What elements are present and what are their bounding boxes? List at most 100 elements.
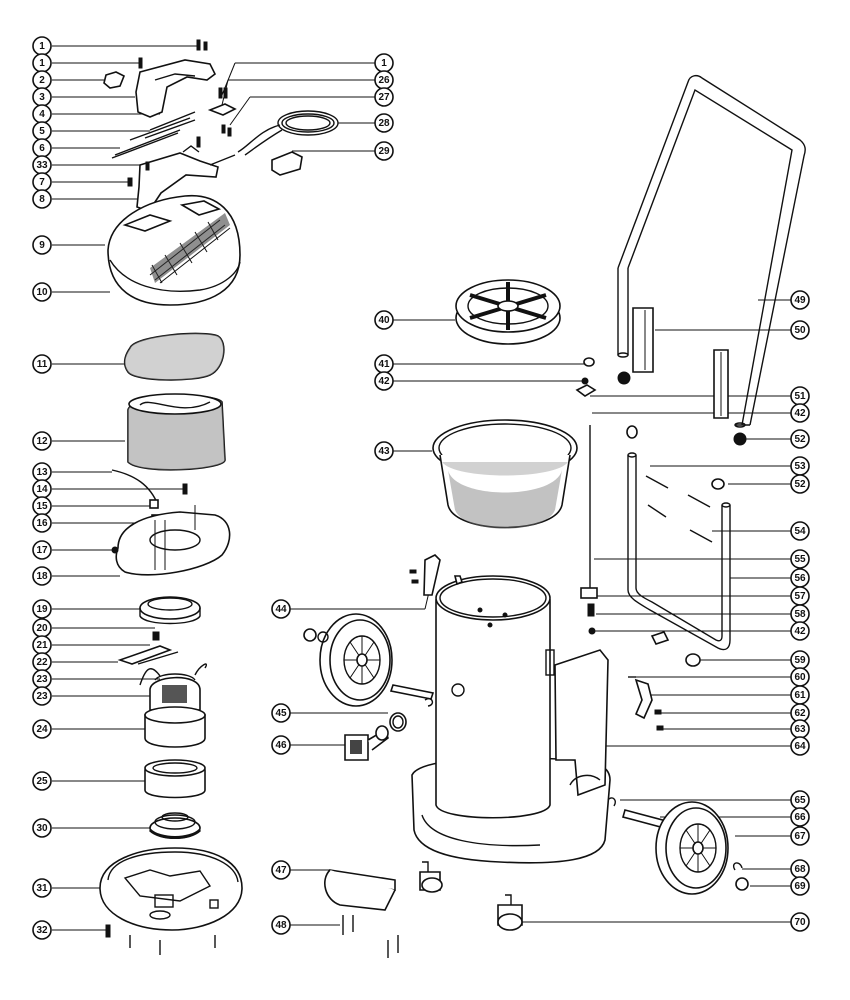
- callout-number: 45: [275, 708, 287, 719]
- filter-basket-12: [127, 393, 226, 471]
- callout-5: 5: [32, 121, 52, 141]
- filter-bag-43: [432, 419, 578, 529]
- callout-number: 26: [378, 75, 390, 86]
- motor-housing-25: [144, 759, 206, 799]
- callout-25: 25: [32, 771, 52, 791]
- callout-number: 23: [36, 691, 48, 702]
- callout-56: 56: [790, 568, 810, 588]
- callout-number: 31: [36, 883, 48, 894]
- callout-number: 15: [36, 501, 48, 512]
- callout-number: 68: [794, 864, 806, 875]
- callout-circle: [790, 826, 810, 846]
- motor-cover-9: [107, 194, 241, 306]
- callout-number: 42: [794, 408, 806, 419]
- callout-number: 19: [36, 604, 48, 615]
- callout-number: 53: [794, 461, 806, 472]
- callout-57: 57: [790, 586, 810, 606]
- callout-number: 63: [794, 724, 806, 735]
- callout-number: 7: [39, 177, 45, 188]
- callout-circle: [32, 771, 52, 791]
- callout-circle: [32, 431, 52, 451]
- callout-number: 55: [794, 554, 806, 565]
- callout-number: 44: [275, 604, 287, 615]
- callout-number: 22: [36, 657, 48, 668]
- callout-number: 56: [794, 573, 806, 584]
- callout-24: 24: [32, 719, 52, 739]
- handle-parts: [103, 39, 219, 212]
- callout-23: 23: [32, 669, 52, 689]
- callout-number: 16: [36, 518, 48, 529]
- callout-20: 20: [32, 618, 52, 638]
- wheel-left-44: [303, 554, 463, 707]
- callout-17: 17: [32, 540, 52, 560]
- callout-number: 62: [794, 708, 806, 719]
- callout-6: 6: [32, 138, 52, 158]
- callout-1: 1: [374, 53, 394, 73]
- callout-circle: [32, 540, 52, 560]
- callout-circle: [374, 310, 394, 330]
- callout-42: 42: [374, 371, 394, 391]
- callout-23: 23: [32, 686, 52, 706]
- callout-7: 7: [32, 172, 52, 192]
- callout-29: 29: [374, 141, 394, 161]
- callout-number: 69: [794, 881, 806, 892]
- callout-45: 45: [271, 703, 291, 723]
- callout-number: 33: [36, 160, 48, 171]
- callout-circle: [374, 371, 394, 391]
- callout-number: 1: [39, 41, 45, 52]
- callout-number: 50: [794, 325, 806, 336]
- callout-number: 24: [36, 724, 48, 735]
- brackets-50-51: [575, 307, 729, 419]
- cord-assembly-26-29: [207, 87, 339, 176]
- callout-22: 22: [32, 652, 52, 672]
- callout-circle: [32, 566, 52, 586]
- callout-58: 58: [790, 604, 810, 624]
- callout-number: 13: [36, 467, 48, 478]
- callout-number: 57: [794, 591, 806, 602]
- callout-14: 14: [32, 479, 52, 499]
- callout-number: 28: [378, 118, 390, 129]
- callout-27: 27: [374, 87, 394, 107]
- callout-41: 41: [374, 354, 394, 374]
- callout-circle: [32, 599, 52, 619]
- callout-number: 46: [275, 740, 287, 751]
- callout-circle: [374, 113, 394, 133]
- castor-front: [419, 861, 443, 893]
- callout-circle: [32, 719, 52, 739]
- callout-circle: [32, 686, 52, 706]
- callout-18: 18: [32, 566, 52, 586]
- callout-circle: [271, 599, 291, 619]
- callout-circle: [790, 912, 810, 932]
- callout-number: 47: [275, 865, 287, 876]
- callout-number: 4: [39, 109, 45, 120]
- tank-body-64: [411, 575, 611, 864]
- callout-1: 1: [32, 53, 52, 73]
- callout-59: 59: [790, 650, 810, 670]
- callout-26: 26: [374, 70, 394, 90]
- callout-number: 2: [39, 75, 45, 86]
- callout-circle: [790, 521, 810, 541]
- callout-12: 12: [32, 431, 52, 451]
- callout-8: 8: [32, 189, 52, 209]
- callout-circle: [790, 876, 810, 896]
- callout-circle: [271, 915, 291, 935]
- callout-number: 58: [794, 609, 806, 620]
- callout-4: 4: [32, 104, 52, 124]
- motor-base-31: [99, 847, 243, 955]
- callout-number: 59: [794, 655, 806, 666]
- handle-frame-49: [617, 74, 806, 428]
- callout-number: 27: [378, 92, 390, 103]
- callout-circle: [790, 290, 810, 310]
- callout-2: 2: [32, 70, 52, 90]
- callout-number: 42: [794, 626, 806, 637]
- callout-circle: [374, 441, 394, 461]
- callout-28: 28: [374, 113, 394, 133]
- callout-number: 60: [794, 672, 806, 683]
- callout-number: 1: [381, 58, 387, 69]
- callout-circle: [790, 320, 810, 340]
- callout-number: 40: [378, 315, 390, 326]
- callout-circle: [374, 141, 394, 161]
- callout-15: 15: [32, 496, 52, 516]
- callout-44: 44: [271, 599, 291, 619]
- callout-circle: [32, 189, 52, 209]
